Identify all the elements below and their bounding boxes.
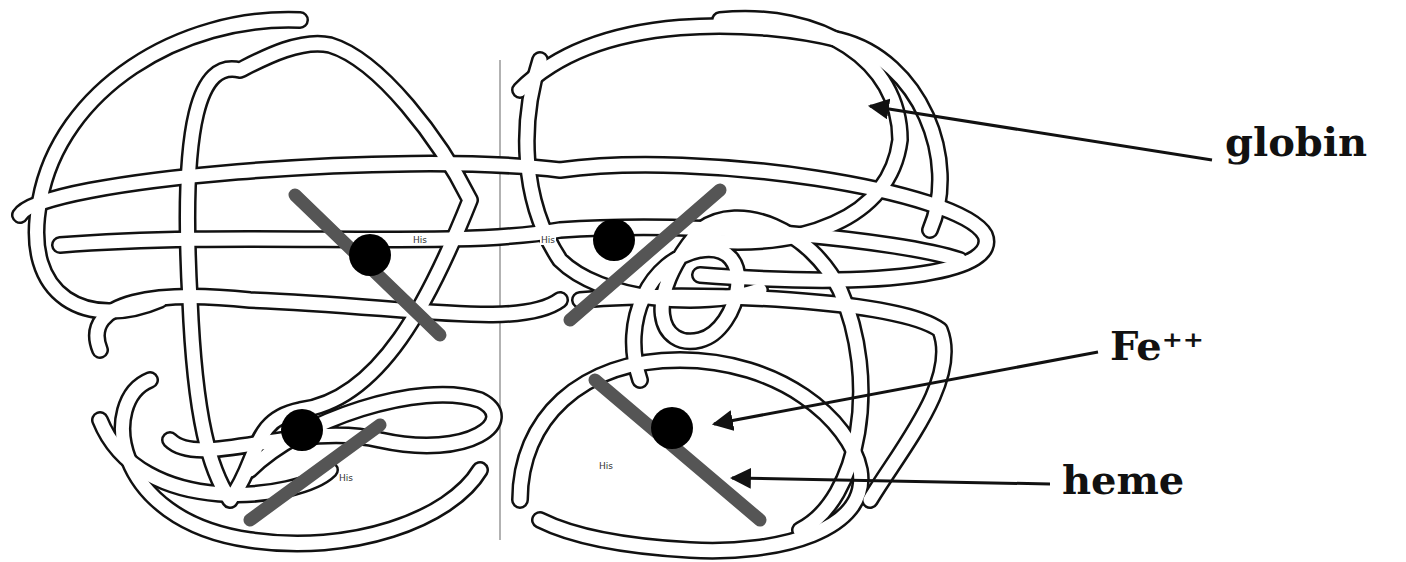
- part-name: heme: [1062, 460, 1184, 500]
- leader-line: [870, 106, 1212, 160]
- globin-chain-outline: [20, 19, 986, 551]
- heme-band: [595, 380, 760, 520]
- iron-dot: [349, 234, 391, 276]
- heme-band: [570, 190, 720, 320]
- part-name: Fe⁺⁺: [1110, 326, 1204, 366]
- residue-label: His: [540, 236, 556, 245]
- residue-label: His: [338, 474, 354, 483]
- leader-line: [714, 352, 1098, 424]
- part-name: globin: [1225, 122, 1367, 162]
- iron-dot: [281, 409, 323, 451]
- globin-chain: [20, 19, 986, 551]
- iron-dot: [651, 407, 693, 449]
- iron-atoms: [281, 219, 693, 451]
- residue-label: His: [412, 236, 428, 245]
- heme-band: [295, 195, 440, 335]
- leader-line: [732, 478, 1050, 484]
- leader-lines: [714, 106, 1212, 484]
- residue-label: His: [598, 462, 614, 471]
- iron-dot: [593, 219, 635, 261]
- center-line: [499, 60, 501, 540]
- heme-groups: [250, 190, 760, 520]
